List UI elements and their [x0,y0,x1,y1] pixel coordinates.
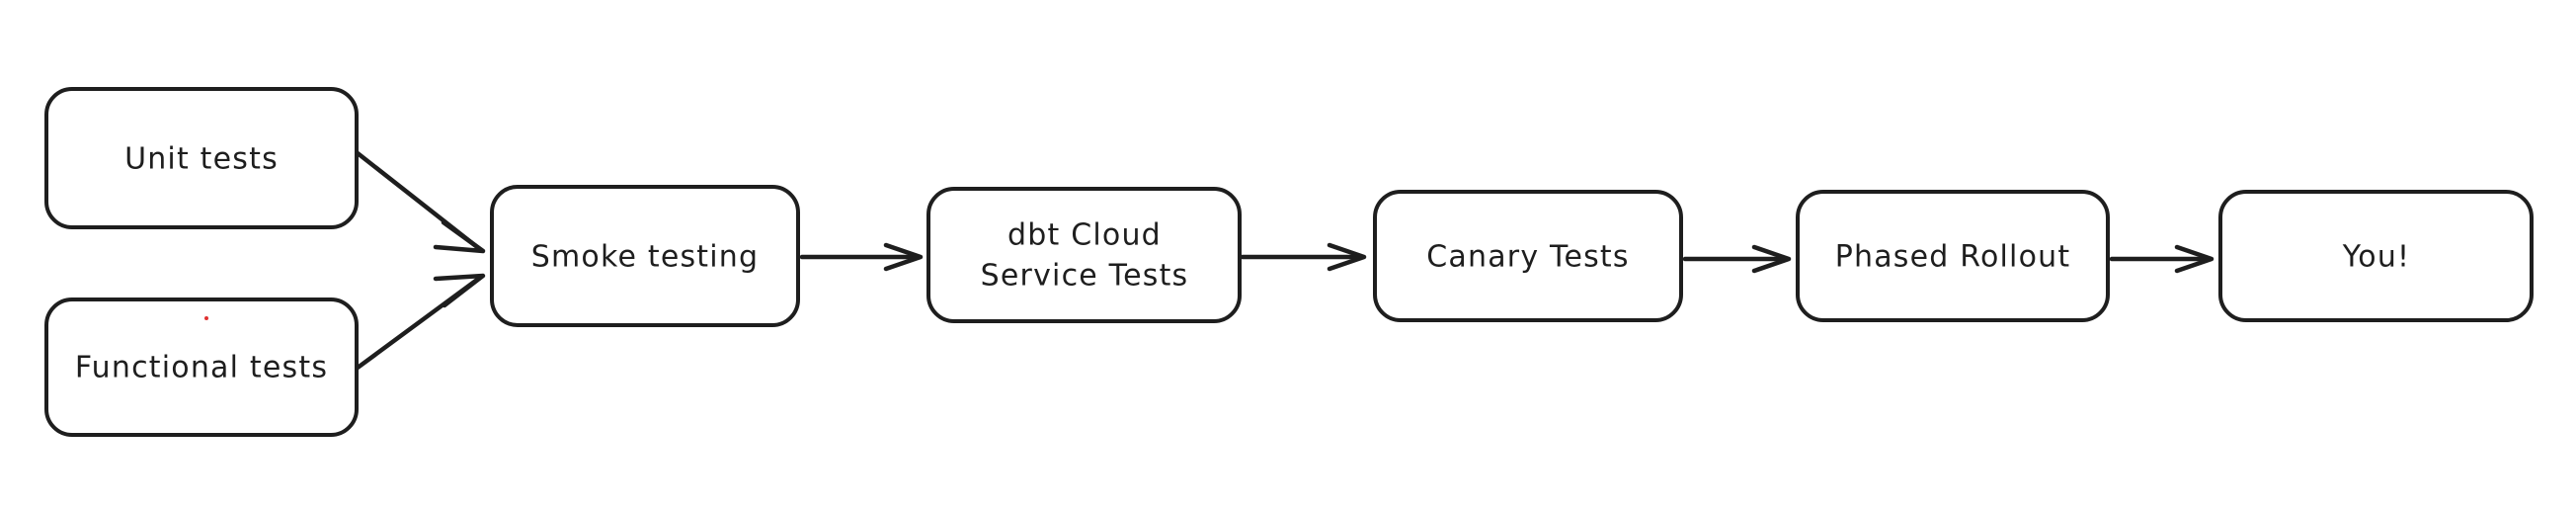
ink-speck [204,316,208,320]
node-unit-tests-label: Unit tests [124,142,279,177]
edge-phased-to-you [2109,244,2214,274]
node-phased-rollout-shape[interactable] [1796,190,2110,322]
edge-canary-to-phased [1682,244,1792,274]
node-smoke-testing[interactable]: Smoke testing [490,185,800,327]
node-you-label: You! [2342,240,2411,275]
node-smoke-testing-label: Smoke testing [531,240,760,275]
node-dbt-cloud-service-tests-shape[interactable] [926,187,1242,323]
node-functional-tests-shape[interactable] [44,298,359,437]
node-canary-tests-shape[interactable] [1373,190,1683,322]
node-dbt-cloud-service-tests[interactable]: dbt Cloud Service Tests [926,187,1242,323]
edge-unit-to-smoke [355,150,486,254]
node-smoke-testing-shape[interactable] [490,185,800,327]
node-functional-tests[interactable]: Functional tests [44,298,359,437]
node-canary-tests-label: Canary Tests [1426,240,1629,275]
node-phased-rollout-label: Phased Rollout [1835,240,2071,275]
node-unit-tests-shape[interactable] [44,87,359,229]
edge-functional-to-smoke [355,273,486,371]
node-you-shape[interactable] [2218,190,2534,322]
edge-dbt-to-canary [1240,242,1367,272]
edge-smoke-to-dbt [799,242,924,272]
node-phased-rollout[interactable]: Phased Rollout [1796,190,2110,322]
node-unit-tests[interactable]: Unit tests [44,87,359,229]
node-functional-tests-label: Functional tests [75,351,328,385]
node-dbt-cloud-service-tests-label-line2: Service Tests [981,259,1189,294]
node-you[interactable]: You! [2218,190,2534,322]
node-dbt-cloud-service-tests-label-line1: dbt Cloud [1007,218,1162,253]
node-canary-tests[interactable]: Canary Tests [1373,190,1683,322]
